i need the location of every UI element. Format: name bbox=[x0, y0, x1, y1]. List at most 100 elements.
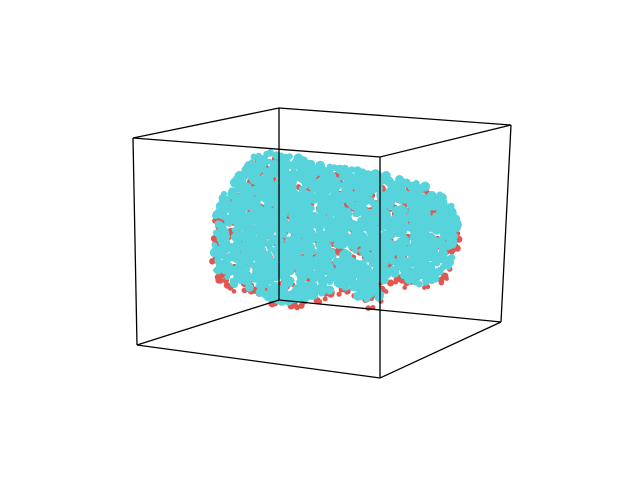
cyan-point-1744 bbox=[305, 194, 314, 203]
cyan-point-1697 bbox=[450, 221, 457, 228]
cyan-point-1829 bbox=[296, 216, 305, 225]
cyan-point-1789 bbox=[234, 182, 245, 193]
cyan-point-1734 bbox=[326, 227, 336, 237]
cyan-point-1764 bbox=[221, 266, 229, 274]
cyan-point-1783 bbox=[239, 176, 247, 184]
cyan-point-1827 bbox=[417, 243, 427, 253]
cyan-point-1411 bbox=[217, 248, 224, 254]
cyan-point-1533 bbox=[363, 243, 371, 251]
cyan-point-1750 bbox=[305, 172, 312, 179]
cyan-point-1854 bbox=[377, 271, 388, 281]
red-point-750 bbox=[393, 279, 398, 285]
cyan-point-1836 bbox=[371, 270, 379, 279]
cyan-point-1583 bbox=[400, 271, 408, 280]
cyan-point-1636 bbox=[418, 201, 425, 208]
cyan-point-1685 bbox=[219, 230, 227, 237]
cyan-point-1628 bbox=[256, 254, 267, 265]
box-edge-bottom-side bbox=[379, 321, 502, 379]
cyan-point-1759 bbox=[360, 250, 367, 257]
cyan-point-1420 bbox=[212, 212, 220, 220]
cyan-point-1778 bbox=[303, 220, 311, 227]
cyan-point-1464 bbox=[417, 271, 425, 280]
red-point-538 bbox=[336, 291, 342, 297]
cyan-point-1692 bbox=[347, 256, 355, 264]
box-edge-bottom-back-right bbox=[278, 299, 502, 323]
cyan-point-1872 bbox=[333, 228, 341, 236]
box-edge-top-side bbox=[379, 124, 512, 158]
red-point-121 bbox=[387, 279, 395, 287]
cyan-point-1742 bbox=[363, 177, 373, 188]
cyan-point-1765 bbox=[326, 172, 334, 180]
cyan-point-1741 bbox=[288, 211, 297, 220]
cyan-point-1856 bbox=[290, 164, 297, 171]
cyan-point-1588 bbox=[255, 282, 263, 290]
cyan-point-1801 bbox=[326, 185, 334, 193]
cyan-point-1857 bbox=[240, 268, 247, 275]
cyan-point-1745 bbox=[333, 193, 343, 203]
cyan-point-1769 bbox=[381, 230, 388, 237]
cyan-point-1258 bbox=[297, 272, 307, 281]
cyan-point-1669 bbox=[254, 194, 263, 203]
cyan-point-1830 bbox=[297, 196, 308, 206]
cyan-point-722 bbox=[250, 153, 257, 160]
cyan-point-1285 bbox=[238, 220, 247, 228]
cyan-point-1645 bbox=[263, 213, 271, 221]
cyan-point-1868 bbox=[351, 266, 360, 275]
cyan-point-1858 bbox=[363, 290, 372, 299]
cyan-point-1810 bbox=[300, 257, 307, 264]
cyan-point-1477 bbox=[286, 184, 296, 194]
red-point-734 bbox=[422, 285, 427, 290]
cyan-point-1775 bbox=[318, 260, 328, 270]
cyan-point-1684 bbox=[264, 269, 272, 277]
cyan-point-1870 bbox=[238, 191, 249, 202]
cyan-point-1688 bbox=[286, 153, 293, 160]
cyan-point-1658 bbox=[390, 268, 400, 278]
cyan-point-713 bbox=[391, 206, 398, 213]
cyan-point-1699 bbox=[233, 273, 242, 282]
cyan-point-1852 bbox=[341, 164, 349, 173]
cyan-point-1639 bbox=[227, 201, 237, 211]
cyan-point-1689 bbox=[382, 245, 390, 254]
cyan-point-1599 bbox=[424, 206, 432, 213]
cyan-point-1671 bbox=[263, 201, 272, 210]
cyan-point-1683 bbox=[368, 214, 376, 222]
red-point-641 bbox=[322, 296, 328, 302]
cyan-point-1573 bbox=[387, 179, 394, 185]
red-point-685 bbox=[444, 276, 449, 281]
cyan-point-1467 bbox=[332, 257, 340, 266]
cyan-point-1859 bbox=[410, 187, 418, 195]
cyan-point-cloud bbox=[209, 149, 462, 306]
cyan-point-1726 bbox=[422, 260, 432, 271]
cyan-point-1459 bbox=[350, 183, 357, 190]
cyan-point-1680 bbox=[302, 247, 311, 256]
cyan-point-1344 bbox=[300, 292, 311, 302]
cyan-point-1648 bbox=[357, 275, 364, 283]
cyan-point-1687 bbox=[339, 279, 349, 289]
cyan-point-1875 bbox=[294, 258, 301, 265]
cyan-point-1794 bbox=[308, 205, 315, 212]
cyan-point-1709 bbox=[385, 230, 394, 239]
cyan-point-1821 bbox=[211, 242, 218, 248]
red-point-120 bbox=[402, 285, 408, 290]
cyan-point-1465 bbox=[333, 241, 341, 249]
cyan-point-1780 bbox=[356, 206, 363, 213]
cyan-point-1763 bbox=[218, 239, 225, 246]
cyan-point-1580 bbox=[399, 261, 408, 270]
cyan-point-1569 bbox=[339, 240, 348, 249]
cyan-point-1662 bbox=[319, 237, 327, 246]
cyan-point-1788 bbox=[387, 194, 394, 201]
cyan-point-1831 bbox=[309, 216, 317, 224]
cyan-point-1796 bbox=[317, 206, 324, 213]
cyan-point-1455 bbox=[338, 254, 348, 265]
cyan-point-1862 bbox=[288, 247, 296, 254]
bounding-box bbox=[132, 107, 512, 379]
cyan-point-1597 bbox=[402, 178, 411, 188]
cyan-point-1802 bbox=[254, 205, 265, 215]
cyan-point-1865 bbox=[365, 275, 372, 281]
cyan-point-1559 bbox=[317, 275, 327, 284]
cyan-point-1804 bbox=[303, 265, 311, 273]
cyan-point-1777 bbox=[422, 256, 428, 263]
cyan-point-1757 bbox=[303, 179, 313, 189]
cyan-point-1166 bbox=[356, 175, 365, 184]
